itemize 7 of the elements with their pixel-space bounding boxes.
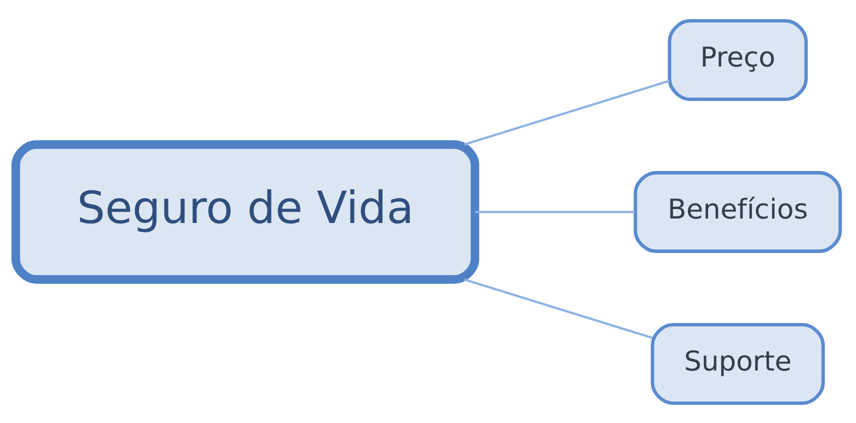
connector [464,79,670,146]
connector [475,210,635,213]
connector [464,278,653,338]
node-box: Benefícios [634,170,842,252]
node-box: Seguro de Vida [12,140,480,284]
node-box: Suporte [650,322,825,404]
node-box: Preço [668,18,808,101]
